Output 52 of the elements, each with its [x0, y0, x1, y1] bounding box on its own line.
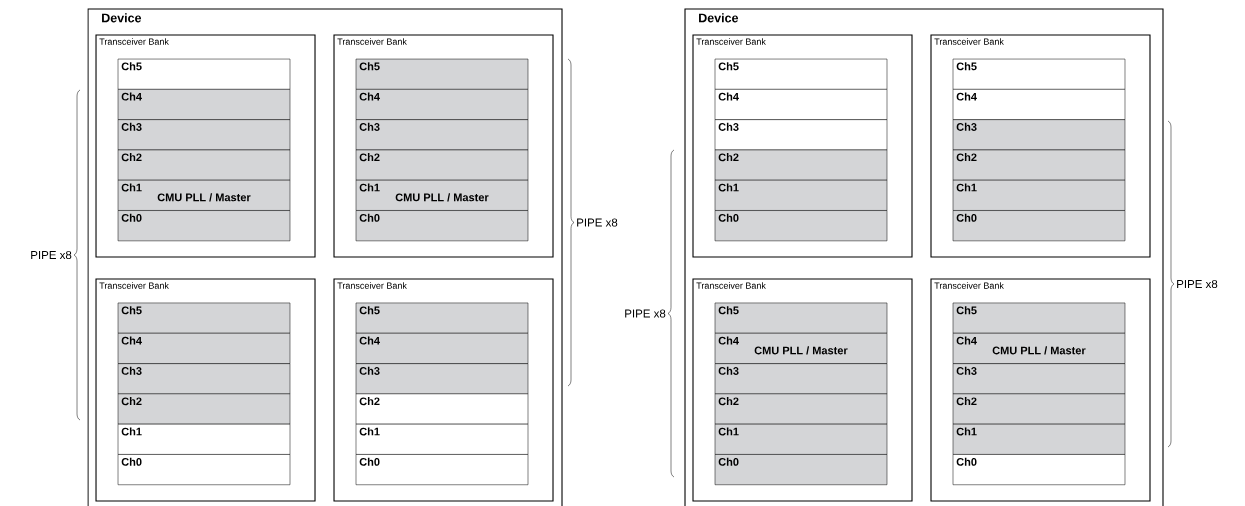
channel-row: Ch5 [714, 302, 888, 334]
channel-row: Ch2 [355, 393, 529, 425]
channel-row: Ch4 [355, 333, 529, 364]
channel-row: Ch1 [714, 423, 888, 455]
channel-row: Ch4 [117, 333, 291, 364]
channel-row: Ch4 [117, 89, 291, 120]
channel-row: Ch2 [117, 393, 291, 425]
channel-row: Ch5 [355, 302, 529, 334]
channel-row: Ch3 [952, 119, 1126, 151]
channel-row: Ch4 CMU PLL / Master [952, 333, 1126, 364]
channel-row: Ch1 [117, 423, 291, 455]
channel-row: Ch5 [355, 58, 529, 90]
channel-row: Ch3 [952, 363, 1126, 395]
channel-row: Ch2 [714, 149, 888, 181]
brace-label: PIPE x8 [31, 250, 72, 260]
channel-row: Ch5 [117, 302, 291, 334]
channel-row: Ch0 [355, 454, 529, 485]
channel-row: Ch4 [355, 89, 529, 120]
brace-label: PIPE x8 [1177, 279, 1218, 289]
channel-row: Ch2 [952, 393, 1126, 425]
channel-row: Ch1 CMU PLL / Master [117, 179, 291, 211]
channel-row: Ch1 [952, 423, 1126, 455]
brace-label: PIPE x8 [625, 309, 666, 318]
channel-row: Ch4 [952, 89, 1126, 120]
channel-row: Ch0 [117, 210, 291, 242]
channel-row: Ch2 [355, 149, 529, 181]
channel-row: Ch3 [714, 363, 888, 395]
channel-row: Ch0 [117, 454, 291, 485]
channel-row: Ch3 [117, 363, 291, 395]
channel-row: Ch1 [952, 179, 1126, 211]
channel-row: Ch4 CMU PLL / Master [714, 333, 888, 364]
channel-row: Ch3 [355, 119, 529, 151]
channel-row: Ch0 [714, 210, 888, 242]
channel-row: Ch2 [952, 149, 1126, 181]
channel-row: Ch1 [355, 423, 529, 455]
channel-row: Ch5 [714, 58, 888, 90]
channel-row: Ch1 CMU PLL / Master [355, 179, 529, 211]
channel-row: Ch3 [355, 363, 529, 395]
channel-row: Ch5 [952, 302, 1126, 334]
channel-row: Ch0 [355, 210, 529, 242]
brace-label: PIPE x8 [577, 218, 618, 227]
channel-row: Ch2 [714, 393, 888, 425]
channel-row: Ch0 [952, 210, 1126, 242]
channel-row: Ch5 [117, 58, 291, 90]
channel-row: Ch1 [714, 179, 888, 211]
channel-row: Ch5 [952, 58, 1126, 90]
channel-row: Ch0 [952, 454, 1126, 485]
channel-row: Ch2 [117, 149, 291, 181]
channel-row: Ch3 [117, 119, 291, 151]
channel-row: Ch3 [714, 119, 888, 151]
channel-row: Ch4 [714, 89, 888, 120]
channel-row: Ch0 [714, 454, 888, 485]
